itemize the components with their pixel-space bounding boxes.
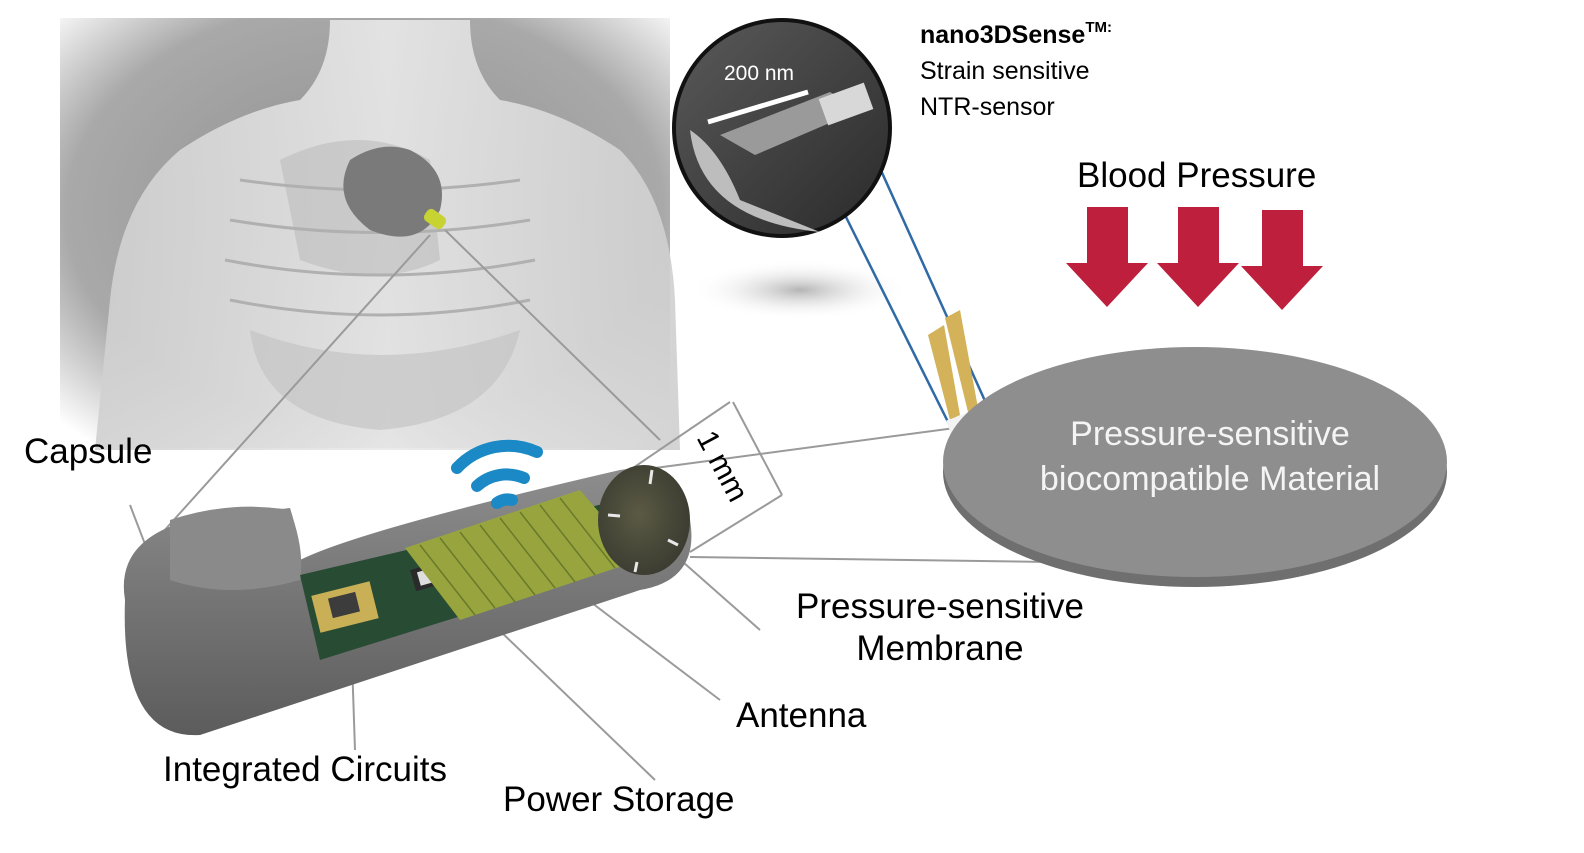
sem-image	[672, 18, 892, 238]
shadow	[690, 260, 910, 320]
wifi-icon	[451, 439, 543, 509]
capsule-device	[123, 465, 692, 736]
scale-bar	[707, 89, 809, 125]
label-antenna: Antenna	[736, 696, 867, 735]
membrane-end	[598, 465, 690, 575]
sensor-line1: Strain sensitive	[920, 57, 1090, 85]
antenna-coil	[405, 490, 640, 620]
sensor-description: nano3DSenseTM: Strain sensitive NTR-sens…	[920, 10, 1112, 125]
sensor-line2: NTR-sensor	[920, 93, 1055, 121]
sensor-name: nano3DSense	[920, 21, 1086, 49]
label-capsule: Capsule	[24, 432, 153, 471]
sensor-trademark: TM	[1085, 19, 1108, 36]
label-material-line1: Pressure-sensitive	[1070, 415, 1350, 453]
label-scale-bar: 200 nm	[724, 62, 795, 85]
arrow-down-icon	[1066, 207, 1148, 307]
label-membrane: Pressure-sensitive Membrane	[770, 586, 1110, 670]
label-blood-pressure: Blood Pressure	[1077, 156, 1317, 195]
label-integrated-circuits: Integrated Circuits	[163, 750, 448, 789]
human-torso-illustration	[60, 18, 680, 450]
blood-pressure-arrows	[1066, 207, 1323, 310]
chip	[327, 591, 361, 619]
pressure-disk	[943, 347, 1447, 587]
label-power-storage: Power Storage	[503, 780, 735, 819]
label-material-line2: biocompatible Material	[1039, 460, 1381, 498]
pointer-lines	[129, 229, 1051, 781]
arrow-down-icon	[1241, 210, 1323, 310]
arrow-down-icon	[1157, 207, 1239, 307]
label-membrane-line1: Pressure-sensitive	[796, 587, 1084, 626]
label-material: Pressure-sensitive biocompatible Materia…	[1000, 412, 1420, 502]
label-membrane-line2: Membrane	[856, 629, 1024, 668]
sensor-trademark-suffix: :	[1107, 19, 1113, 36]
